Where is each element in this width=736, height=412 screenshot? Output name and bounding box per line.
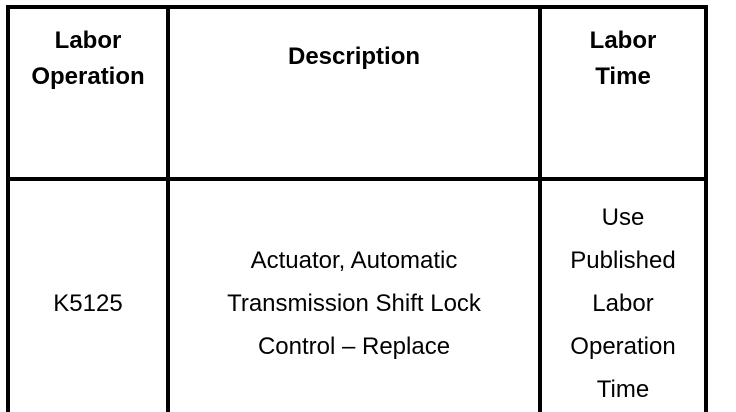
table-row: K5125 Actuator, Automatic Transmission S… [6,177,708,412]
table-header-row: Labor Operation Description Labor Time [6,5,708,181]
cell-description: Actuator, Automatic Transmission Shift L… [166,177,542,412]
header-labor-time: Labor Time [538,5,708,181]
cell-labor-time: Use Published Labor Operation Time [538,177,708,412]
header-labor-operation: Labor Operation [6,5,170,181]
cell-labor-operation: K5125 [6,177,170,412]
header-description: Description [166,5,542,181]
labor-operation-table: Labor Operation Description Labor Time K… [6,5,708,412]
